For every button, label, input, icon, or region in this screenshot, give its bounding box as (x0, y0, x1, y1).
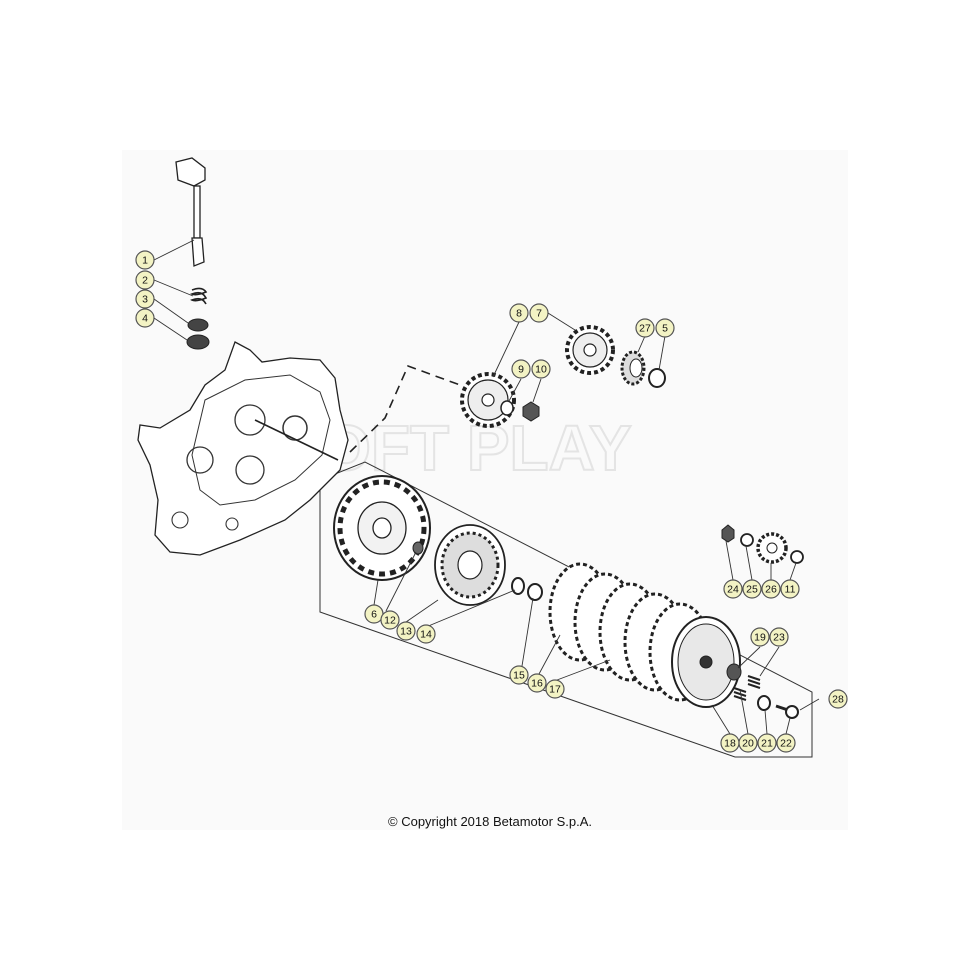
spring-part (190, 287, 208, 305)
callout-19: 19 (750, 627, 770, 647)
callout-label: 17 (549, 684, 561, 696)
nut-part (721, 524, 735, 543)
callout-28: 28 (828, 689, 848, 709)
callout-label: 20 (742, 738, 754, 750)
callout-label: 9 (518, 364, 524, 376)
callout-label: 6 (371, 609, 377, 621)
callout-label: 18 (724, 738, 736, 750)
callout-2: 2 (135, 270, 155, 290)
callout-label: 7 (536, 308, 542, 320)
gear-part (565, 325, 615, 375)
washer-part (511, 577, 525, 595)
callout-27: 27 (635, 318, 655, 338)
callout-label: 27 (639, 323, 651, 335)
callout-label: 1 (142, 255, 148, 267)
washer-part (740, 533, 754, 547)
primary-gear (460, 372, 516, 428)
callout-label: 11 (785, 584, 796, 596)
callout-label: 13 (400, 626, 412, 638)
washer-part (500, 400, 514, 416)
nut-part (522, 401, 540, 422)
callout-label: 21 (761, 738, 773, 750)
callout-label: 25 (746, 584, 758, 596)
washer-part (790, 550, 804, 564)
pinion-gear (620, 350, 646, 386)
assembly-outline (319, 461, 813, 758)
callout-label: 10 (535, 364, 547, 376)
callout-17: 17 (545, 679, 565, 699)
callout-11: 11 (780, 579, 800, 599)
callout-1: 1 (135, 250, 155, 270)
spring-part (733, 687, 747, 701)
callout-label: 26 (765, 584, 777, 596)
callout-label: 8 (516, 308, 522, 320)
callout-4: 4 (135, 308, 155, 328)
callout-label: 12 (384, 615, 396, 627)
callout-16: 16 (527, 673, 547, 693)
callout-12: 12 (380, 610, 400, 630)
callout-label: 14 (420, 629, 432, 641)
callout-label: 23 (773, 632, 785, 644)
callout-15: 15 (509, 665, 529, 685)
callout-13: 13 (396, 621, 416, 641)
callout-6: 6 (364, 604, 384, 624)
washer-part (757, 695, 771, 711)
bushing-part (412, 541, 424, 555)
washer-part (187, 318, 209, 332)
engine-crankcase (137, 341, 349, 556)
callout-24: 24 (723, 579, 743, 599)
callout-label: 16 (531, 678, 543, 690)
callout-23: 23 (769, 627, 789, 647)
callout-label: 15 (513, 670, 525, 682)
callout-label: 28 (832, 694, 844, 706)
callout-3: 3 (135, 289, 155, 309)
bearing-part (726, 663, 742, 681)
callout-9: 9 (511, 359, 531, 379)
callout-label: 2 (142, 275, 148, 287)
callout-20: 20 (738, 733, 758, 753)
clutch-basket (333, 475, 431, 581)
clutch-hub (434, 524, 506, 606)
pressure-plate (671, 616, 741, 708)
callout-21: 21 (757, 733, 777, 753)
small-gear (756, 532, 788, 564)
washer-part (527, 583, 543, 601)
callout-label: 24 (727, 584, 739, 596)
washer-part (648, 368, 666, 388)
copyright-notice: © Copyright 2018 Betamotor S.p.A. (388, 814, 592, 829)
leader-lines (153, 239, 820, 735)
callout-18: 18 (720, 733, 740, 753)
dashed-connector (349, 364, 461, 453)
callout-14: 14 (416, 624, 436, 644)
callout-26: 26 (761, 579, 781, 599)
callout-label: 4 (142, 313, 148, 325)
callout-22: 22 (776, 733, 796, 753)
callout-10: 10 (531, 359, 551, 379)
callout-5: 5 (655, 318, 675, 338)
callout-label: 5 (662, 323, 668, 335)
callout-label: 3 (142, 294, 148, 306)
kickstart-shaft (175, 157, 206, 267)
bolt-head (785, 705, 799, 719)
callout-7: 7 (529, 303, 549, 323)
callout-8: 8 (509, 303, 529, 323)
callout-label: 19 (754, 632, 766, 644)
seal-part (186, 334, 210, 350)
callout-label: 22 (780, 738, 792, 750)
callout-25: 25 (742, 579, 762, 599)
spring-part (747, 675, 761, 689)
